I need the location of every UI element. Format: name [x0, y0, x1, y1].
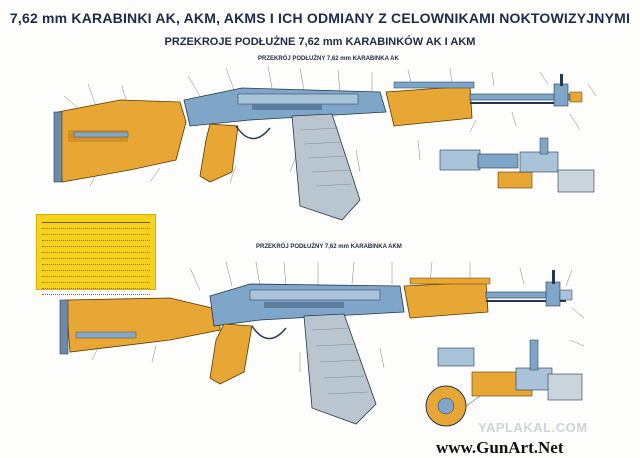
- akm-section-title: PRZEKRÓJ PODŁUŻNY 7,62 mm KARABINKA AKM: [256, 244, 402, 250]
- akm-callout-lines: [91, 261, 585, 374]
- akm-magazine-ribs: [311, 327, 369, 395]
- ak-trigger-guard: [235, 125, 271, 140]
- akm-gas-tube: [409, 277, 491, 285]
- spec-table-row: [42, 285, 150, 289]
- akm-magazine: [303, 313, 377, 425]
- spec-table: [36, 214, 156, 295]
- gunart-watermark: www.GunArt.Net: [436, 438, 564, 457]
- akm-cleaning-kit: [75, 331, 137, 339]
- akm-stock: [65, 297, 221, 353]
- spec-table-row: [42, 243, 150, 247]
- poster-title: 7,62 mm KARABINKI AK, AKM, AKMS I ICH OD…: [9, 10, 631, 26]
- spec-table-row: [42, 279, 150, 283]
- akm-cleaning-rod: [486, 300, 566, 302]
- akm-pistol-grip: [209, 323, 253, 385]
- akm-muzzle-brake: [559, 289, 573, 301]
- spec-table-row: [42, 273, 150, 277]
- spec-table-row: [42, 237, 150, 241]
- spec-table-row: [42, 231, 150, 235]
- akm-lower-handguard: [403, 281, 489, 319]
- spec-table-header: [42, 219, 150, 223]
- ak-buttplate: [53, 111, 63, 183]
- akm-front-sight-base: [545, 281, 561, 307]
- akm-front-sight-post: [552, 270, 555, 284]
- spec-table-row: [42, 249, 150, 253]
- ak-magazine-ribs: [299, 127, 353, 187]
- akm-bolt-carrier: [249, 289, 381, 301]
- ak-magazine: [291, 113, 361, 221]
- ak-pistol-grip: [199, 123, 239, 183]
- akm-front-sight-detail-inset: [437, 339, 583, 401]
- akm-buttplate: [59, 299, 69, 355]
- poster-subtitle: PRZEKROJE PODŁUŻNE 7,62 mm KARABINKÓW AK…: [164, 36, 476, 48]
- ak-gas-tube: [393, 81, 475, 89]
- ak-front-sight-detail-inset: [439, 137, 595, 193]
- akm-trigger-guard: [251, 325, 287, 340]
- spec-table-row: [42, 255, 150, 259]
- ak-cleaning-kit: [73, 131, 129, 138]
- spec-table-row: [42, 261, 150, 265]
- ak-front-sight-post: [560, 74, 563, 86]
- spec-table-row: [42, 225, 150, 229]
- ak-cleaning-rod: [470, 102, 566, 104]
- spec-table-row: [42, 267, 150, 271]
- ak-section-title: PRZEKRÓJ PODŁUŻNY 7,62 mm KARABINKA AK: [258, 56, 399, 62]
- spec-table-row: [42, 291, 150, 295]
- yaplakal-watermark: YAPLAKAL.COM: [478, 420, 588, 435]
- ak-muzzle-nut: [569, 91, 583, 103]
